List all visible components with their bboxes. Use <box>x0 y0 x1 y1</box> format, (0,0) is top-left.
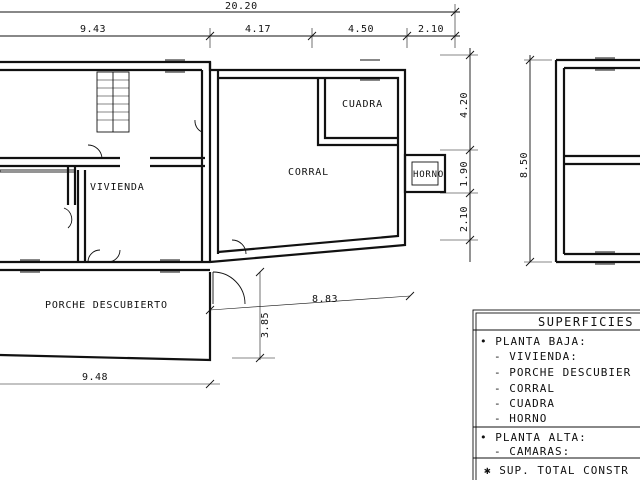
table-row-vivienda: - VIVIENDA: <box>494 350 578 363</box>
dim-porch-depth: 3.85 <box>260 312 271 338</box>
dim-right-2: 1.90 <box>459 161 470 187</box>
upper-floor-plan <box>524 55 640 267</box>
dim-seg-2: 4.17 <box>245 24 271 35</box>
dim-seg-3: 4.50 <box>348 24 374 35</box>
porch-outline <box>0 267 415 389</box>
dim-right-3: 2.10 <box>459 206 470 232</box>
dim-porch-width: 9.48 <box>82 372 108 383</box>
table-title: SUPERFICIES <box>538 315 634 329</box>
table-row-horno: - HORNO <box>494 412 547 425</box>
room-label-cuadra: CUADRA <box>342 99 383 110</box>
room-label-porche: PORCHE DESCUBIERTO <box>45 300 168 311</box>
main-plan-walls <box>0 60 447 272</box>
right-dimension-lines <box>440 48 478 262</box>
table-row-porche: - PORCHE DESCUBIER <box>494 366 631 379</box>
dim-seg-1: 9.43 <box>80 24 106 35</box>
room-label-corral: CORRAL <box>288 167 329 178</box>
table-row-planta-baja: • PLANTA BAJA: <box>480 335 587 348</box>
dim-right-1: 4.20 <box>459 92 470 118</box>
table-row-total: ✱ SUP. TOTAL CONSTR <box>484 464 629 477</box>
room-label-vivienda: VIVIENDA <box>90 182 145 193</box>
dim-porch-diag: 8.83 <box>312 294 338 305</box>
table-row-cuadra: - CUADRA <box>494 397 555 410</box>
dim-total-width: 20.20 <box>225 1 258 12</box>
dim-upper-plan-height: 8.50 <box>519 152 530 178</box>
room-label-horno: HORNO <box>413 170 444 180</box>
table-row-camaras: - CAMARAS: <box>494 445 570 458</box>
doors-and-windows <box>20 59 380 305</box>
table-row-planta-alta: • PLANTA ALTA: <box>480 431 587 444</box>
table-row-corral: - CORRAL <box>494 382 555 395</box>
dim-seg-4: 2.10 <box>418 24 444 35</box>
surfaces-table <box>472 309 640 480</box>
top-dimension-lines <box>0 4 460 48</box>
